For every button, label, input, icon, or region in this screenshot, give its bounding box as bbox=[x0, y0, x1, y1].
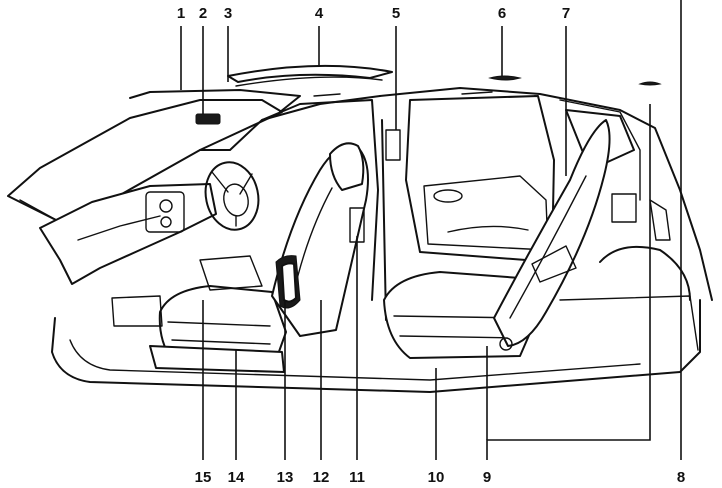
car-body-illustration bbox=[7, 64, 713, 393]
callout-labels: 1 2 3 4 5 6 7 8 9 10 11 12 13 14 15 bbox=[177, 5, 685, 486]
callout-14: 14 bbox=[228, 469, 245, 486]
callout-15: 15 bbox=[195, 469, 212, 486]
callout-11: 11 bbox=[349, 469, 365, 486]
callout-10: 10 bbox=[428, 469, 445, 486]
callout-6: 6 bbox=[498, 5, 506, 22]
leader-9 bbox=[486, 104, 651, 460]
callout-8: 8 bbox=[677, 469, 685, 486]
callout-12: 12 bbox=[313, 469, 330, 486]
callout-13: 13 bbox=[277, 469, 294, 486]
callout-2: 2 bbox=[199, 5, 207, 22]
callout-3: 3 bbox=[224, 5, 232, 22]
callout-4: 4 bbox=[315, 5, 324, 22]
callout-1: 1 bbox=[177, 5, 185, 22]
callout-5: 5 bbox=[392, 5, 400, 22]
callout-9: 9 bbox=[483, 469, 491, 486]
callout-7: 7 bbox=[562, 5, 570, 22]
leader-lines bbox=[180, 0, 682, 460]
